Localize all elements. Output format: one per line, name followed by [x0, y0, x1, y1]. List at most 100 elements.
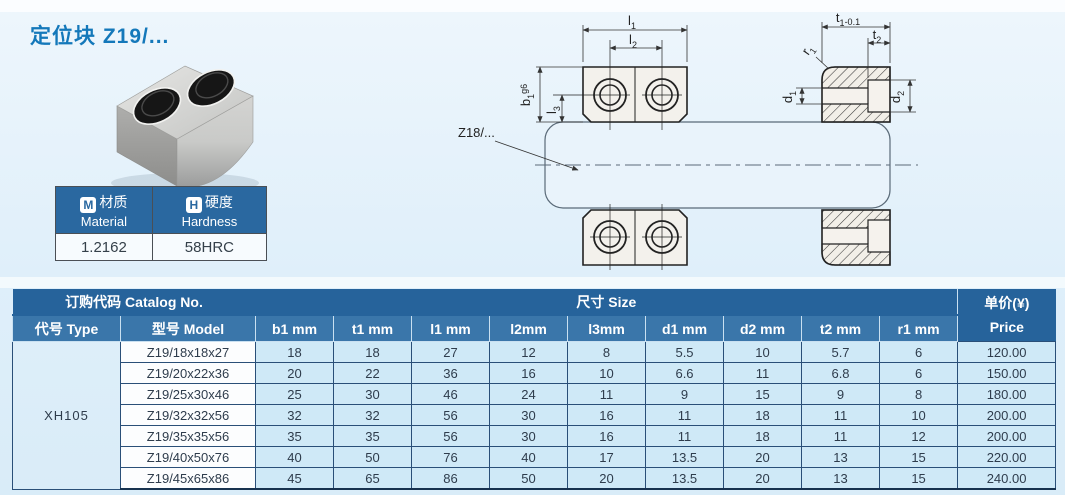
- cell-r1: 12: [879, 425, 959, 447]
- cell-price: 220.00: [957, 446, 1057, 468]
- cell-r1: 6: [879, 341, 959, 363]
- catalog-table: 订购代码 Catalog No. 尺寸 Size 单价(¥) Price 代号 …: [12, 289, 1057, 490]
- table-row: XH105 Z19/18x18x27 18 18 27 12 8 5.5 10 …: [12, 341, 1057, 490]
- cell-l1: 56: [411, 404, 491, 426]
- dim-label-l3: l3: [544, 106, 562, 114]
- header-dim-t2: t2 mm: [801, 314, 881, 342]
- hardness-value: 58HRC: [151, 233, 268, 261]
- material-badge-icon: M: [80, 196, 97, 213]
- cell-b1: 20: [255, 362, 335, 384]
- cell-t2: 6.8: [801, 362, 881, 384]
- table-row: Z19/40x50x76 40 50 76 40 17 13.5 20 13 1…: [13, 446, 1057, 468]
- cell-price: 200.00: [957, 425, 1057, 447]
- header-type: 代号 Type: [12, 314, 121, 342]
- cell-model: Z19/25x30x46: [119, 383, 257, 405]
- cell-d1: 9: [645, 383, 725, 405]
- cell-b1: 35: [255, 425, 335, 447]
- header-dim-l2: l2mm: [489, 314, 569, 342]
- cell-l1: 46: [411, 383, 491, 405]
- page-top-strip: [0, 0, 1065, 12]
- cell-b1: 45: [255, 467, 335, 490]
- cell-t1: 65: [333, 467, 413, 490]
- cell-d2: 20: [723, 467, 803, 490]
- dim-label-l2: l2: [629, 32, 637, 50]
- product-photo: [111, 65, 259, 193]
- cell-b1: 25: [255, 383, 335, 405]
- cell-r1: 10: [879, 404, 959, 426]
- header-dim-d1: d1 mm: [645, 314, 725, 342]
- dim-label-r1: r1: [798, 41, 818, 59]
- header-model: 型号 Model: [119, 314, 257, 342]
- cell-r1: 15: [879, 467, 959, 490]
- cell-l3: 17: [567, 446, 647, 468]
- section-view-bottom: [821, 209, 891, 266]
- cell-d1: 11: [645, 404, 725, 426]
- cell-t2: 5.7: [801, 341, 881, 363]
- cell-l3: 16: [567, 404, 647, 426]
- cell-model: Z19/35x35x56: [119, 425, 257, 447]
- dim-label-b1: b1g6: [518, 84, 536, 106]
- header-dim-r1: r1 mm: [879, 314, 959, 342]
- header-dim-b1: b1 mm: [255, 314, 335, 342]
- cell-d1: 13.5: [645, 467, 725, 490]
- cell-price: 200.00: [957, 404, 1057, 426]
- page-title: 定位块 Z19/...: [30, 25, 170, 48]
- cell-t1: 50: [333, 446, 413, 468]
- cell-model: Z19/32x32x56: [119, 404, 257, 426]
- cell-price: 120.00: [957, 341, 1057, 363]
- cell-l2: 12: [489, 341, 569, 363]
- table-row: Z19/25x30x46 25 30 46 24 11 9 15 9 8 180…: [13, 383, 1057, 405]
- header-size: 尺寸 Size: [255, 289, 958, 315]
- dim-label-d1: d1: [780, 91, 798, 103]
- dim-label-t2: t2: [873, 27, 882, 45]
- cell-price: 180.00: [957, 383, 1057, 405]
- table-row: Z19/45x65x86 45 65 86 50 20 13.5 20 13 1…: [13, 467, 1057, 490]
- cell-l2: 40: [489, 446, 569, 468]
- cell-model: Z19/20x22x36: [119, 362, 257, 384]
- cell-r1: 15: [879, 446, 959, 468]
- cell-t2: 11: [801, 425, 881, 447]
- cell-t2: 13: [801, 446, 881, 468]
- block-hole: [186, 68, 236, 108]
- cell-t1: 32: [333, 404, 413, 426]
- cell-d2: 20: [723, 446, 803, 468]
- cell-d2: 18: [723, 404, 803, 426]
- cell-l2: 50: [489, 467, 569, 490]
- cell-l3: 11: [567, 383, 647, 405]
- cell-t2: 9: [801, 383, 881, 405]
- pre-table-strip: [0, 277, 1065, 288]
- bottom-block-view: [582, 204, 688, 270]
- technical-drawing: l1 l2 b1g6 l3 Z18/... t1-0.1 t2 r1 d1 d2: [458, 10, 918, 270]
- cell-t1: 18: [333, 341, 413, 363]
- cell-d2: 11: [723, 362, 803, 384]
- cell-b1: 32: [255, 404, 335, 426]
- cell-l2: 16: [489, 362, 569, 384]
- cell-l1: 86: [411, 467, 491, 490]
- table-row: Z19/20x22x36 20 22 36 16 10 6.6 11 6.8 6…: [13, 362, 1057, 384]
- dim-label-t1: t1-0.1: [836, 10, 860, 28]
- cell-t1: 35: [333, 425, 413, 447]
- cell-r1: 8: [879, 383, 959, 405]
- dim-label-l1: l1: [628, 13, 636, 31]
- cell-l3: 8: [567, 341, 647, 363]
- dimension-lines: [494, 22, 916, 171]
- material-value: 1.2162: [55, 233, 153, 261]
- cell-model: Z19/40x50x76: [119, 446, 257, 468]
- cell-t2: 13: [801, 467, 881, 490]
- top-block-view: [553, 40, 688, 130]
- cell-l3: 16: [567, 425, 647, 447]
- cell-t1: 30: [333, 383, 413, 405]
- type-code-cell: XH105: [12, 341, 121, 490]
- cell-price: 150.00: [957, 362, 1057, 384]
- cell-price: 240.00: [957, 467, 1057, 490]
- header-price: 单价(¥) Price: [957, 289, 1056, 342]
- cell-d2: 18: [723, 425, 803, 447]
- header-catalog-no: 订购代码 Catalog No.: [12, 289, 256, 315]
- header-dim-d2: d2 mm: [723, 314, 803, 342]
- cell-model: Z19/45x65x86: [119, 467, 257, 490]
- block-hole: [132, 86, 182, 126]
